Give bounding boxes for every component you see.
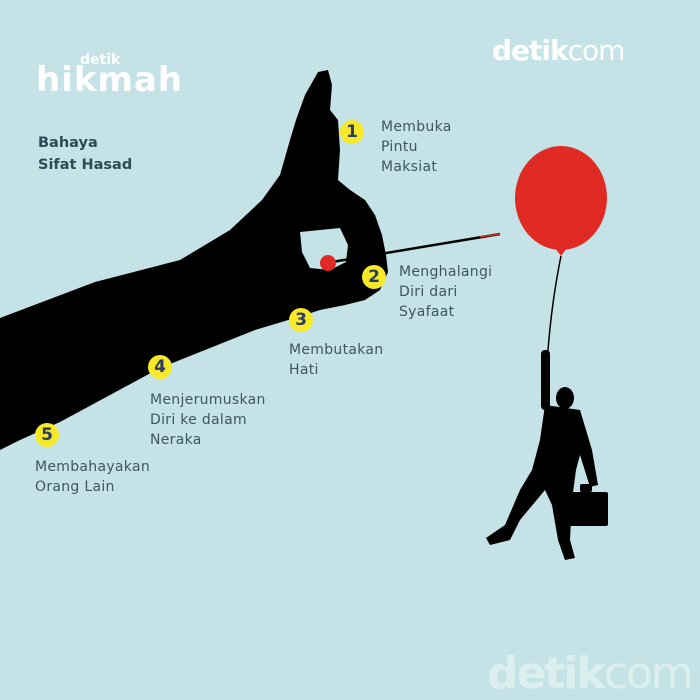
detikcom-watermark: detikcom	[487, 648, 694, 699]
hand-silhouette	[0, 70, 388, 450]
number-badge-4: 4	[148, 355, 172, 379]
hikmah-logo: hikmah	[36, 60, 184, 100]
number-badge-5: 5	[35, 423, 59, 447]
hikmah-logo-detik: detik	[80, 52, 121, 68]
number-badge-2: 2	[362, 265, 386, 289]
item-label-3: Membutakan Hati	[289, 342, 384, 378]
hand-gap	[300, 228, 348, 270]
item-label-4: Menjerumuskan Diri ke dalam Neraka	[150, 392, 266, 448]
watermark-light: com	[603, 648, 694, 699]
page-title: Bahaya Sifat Hasad	[38, 132, 132, 176]
number-badge-1: 1	[340, 120, 364, 144]
number-badge-3: 3	[289, 308, 313, 332]
detikcom-logo: detikcom	[492, 34, 626, 67]
man-silhouette	[486, 350, 608, 560]
item-label-1: Membuka Pintu Maksiat	[381, 119, 452, 175]
balloon-icon	[515, 146, 607, 250]
item-label-2: Menghalangi Diri dari Syafaat	[399, 264, 493, 320]
watermark-bold: detik	[487, 648, 606, 699]
logo-bold: detik	[492, 34, 569, 67]
item-label-5: Membahayakan Orang Lain	[35, 459, 151, 495]
title-line-2: Sifat Hasad	[38, 157, 133, 173]
pin-head-icon	[320, 255, 336, 271]
title-line-1: Bahaya	[38, 135, 98, 151]
logo-light: com	[567, 34, 626, 67]
pin-needle	[331, 232, 501, 264]
